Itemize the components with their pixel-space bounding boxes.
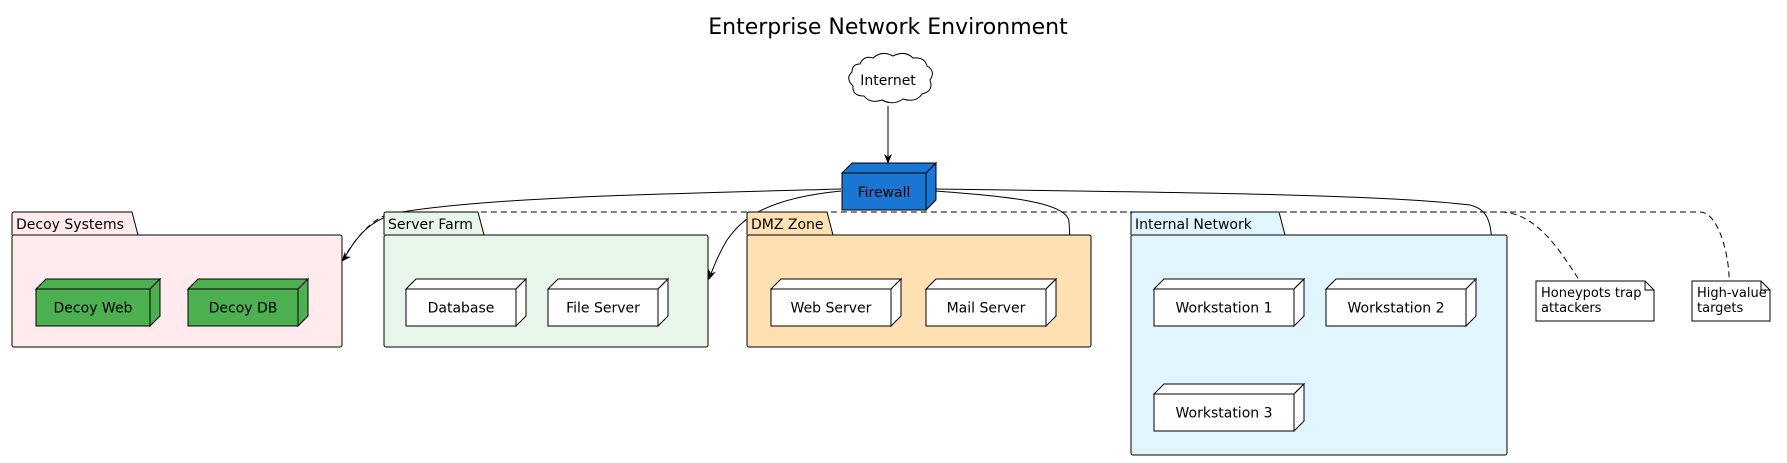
package-label: DMZ Zone <box>751 217 824 233</box>
node-workstation-3: Workstation 3 <box>1152 382 1306 433</box>
edge-firewall-decoy <box>341 188 842 262</box>
node-label: Mail Server <box>947 301 1026 317</box>
node-label: File Server <box>566 301 640 317</box>
node-decoy-db: Decoy DB <box>186 277 310 328</box>
note-line: attackers <box>1541 301 1602 316</box>
internet-cloud: Internet <box>848 52 933 104</box>
package-label: Internal Network <box>1135 217 1253 233</box>
node-label: Database <box>428 301 495 317</box>
node-label: Workstation 1 <box>1176 301 1273 317</box>
internet-label: Internet <box>860 73 916 89</box>
node-label: Workstation 3 <box>1176 406 1273 422</box>
note-line: Honeypots trap <box>1541 286 1642 301</box>
node-label: Decoy DB <box>209 301 278 317</box>
node-workstation-1: Workstation 1 <box>1152 277 1306 328</box>
node-decoy-web: Decoy Web <box>34 277 162 328</box>
package-label: Decoy Systems <box>16 217 124 233</box>
node-label: Workstation 2 <box>1348 301 1445 317</box>
node-workstation-2: Workstation 2 <box>1324 277 1478 328</box>
node-mail-server: Mail Server <box>924 277 1058 328</box>
node-database: Database <box>404 277 528 328</box>
package-label: Server Farm <box>388 217 473 233</box>
edge-firewall-server <box>708 190 842 280</box>
note-line: targets <box>1697 301 1744 316</box>
note-connectors <box>341 211 1730 282</box>
node-web-server: Web Server <box>769 277 903 328</box>
node-label: Decoy Web <box>54 301 133 317</box>
edge-firewall-internal <box>935 188 1496 257</box>
firewall-label: Firewall <box>858 185 911 201</box>
note-line: High-value <box>1697 286 1767 301</box>
diagram-title: Enterprise Network Environment <box>708 15 1068 40</box>
node-label: Web Server <box>791 301 872 317</box>
firewall-node: Firewall <box>840 161 938 212</box>
node-file-server: File Server <box>546 277 670 328</box>
